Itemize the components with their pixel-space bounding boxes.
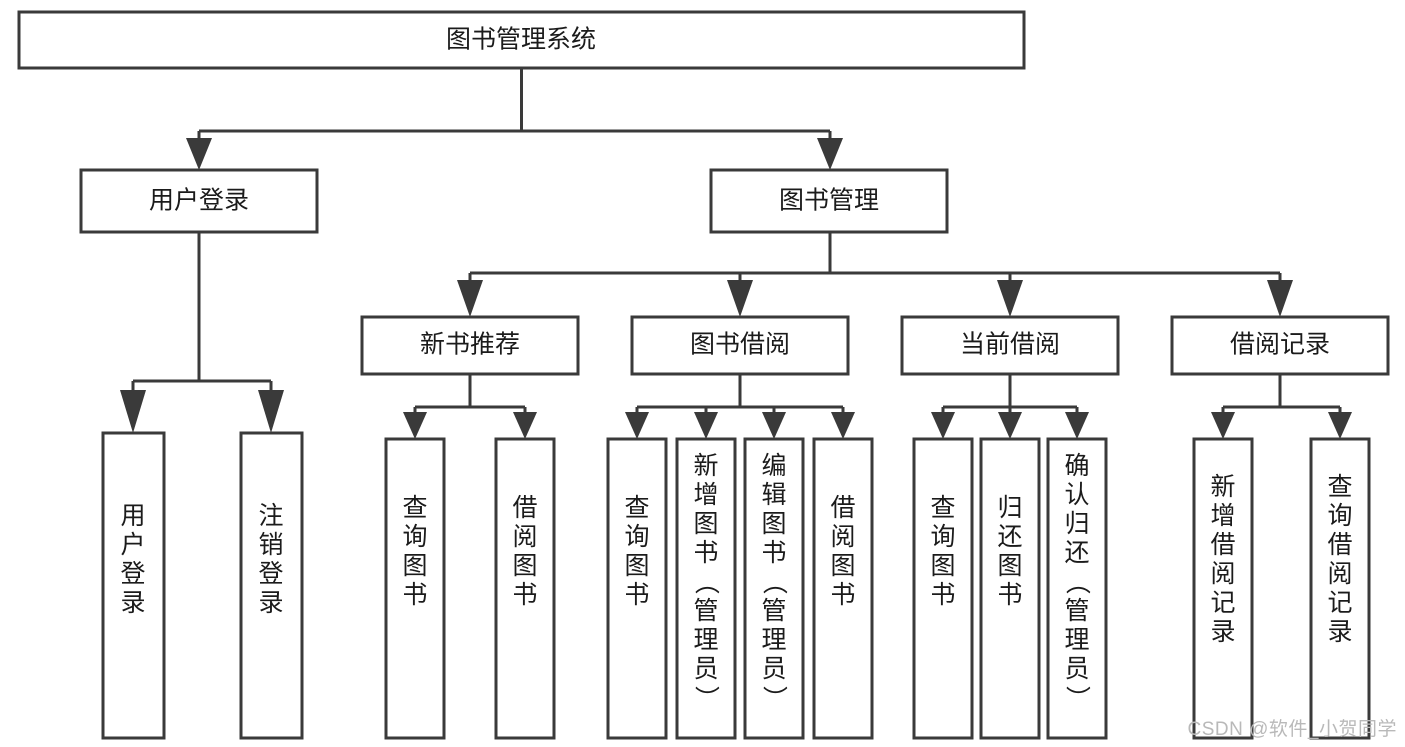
arrow-head-leaf-query-book-2	[625, 412, 649, 439]
leaf-edit-book-admin[interactable]: 编辑图书管理员 （ ）	[743, 437, 805, 740]
leaf-borrow-book-newbook[interactable]: 借阅图书	[494, 437, 556, 740]
leaf-borrow-book-newbook-label: 借阅图书	[512, 494, 537, 609]
vertical-char-rotated: ）	[1063, 685, 1091, 710]
leaf-query-book-borrow[interactable]: 查询图书	[606, 437, 668, 740]
leaf-query-borrow-record[interactable]: 查询借阅记录	[1309, 437, 1371, 740]
leaf-logout-label: 注销登录	[258, 502, 283, 617]
leaf-query-borrow-record-label: 查询借阅记录	[1327, 473, 1352, 646]
leaf-logout-box[interactable]	[239, 431, 304, 740]
vertical-char-rotated: （	[1063, 569, 1091, 594]
arrow-head-leaf-confirm-return	[1065, 412, 1089, 439]
arrow-head-book-manage	[817, 138, 843, 170]
node-borrow-record-box[interactable]	[1170, 315, 1390, 376]
node-user-login-label: 用户登录	[149, 187, 249, 215]
node-user-login-box[interactable]	[79, 168, 319, 234]
arrow-head-leaf-add-book	[694, 412, 718, 439]
leaf-add-book-admin[interactable]: 新增图书管理员 （ ）	[675, 437, 737, 740]
leaf-query-book-borrow-box[interactable]	[606, 437, 668, 740]
arrow-head-leaf-query-book-1	[403, 412, 427, 439]
node-book-management-box[interactable]	[709, 168, 949, 234]
connectors-newbook-to-leaves	[403, 374, 537, 439]
connectors-currentborrow-to-leaves	[931, 374, 1089, 439]
leaf-query-book-newbook-label: 查询图书	[402, 494, 427, 609]
node-new-book-recommendation[interactable]: 新书推荐	[360, 315, 580, 376]
leaf-edit-book-admin-label: 编辑图书管理员	[761, 452, 786, 683]
leaf-borrow-book-borrow-label: 借阅图书	[830, 494, 855, 609]
leaf-user-login-label: 用户登录	[120, 502, 145, 617]
arrow-head-book-borrow	[727, 280, 753, 317]
arrow-head-leaf-borrow-book-2	[831, 412, 855, 439]
leaf-borrow-book-newbook-box[interactable]	[494, 437, 556, 740]
connectors-bookborrow-to-leaves	[625, 374, 855, 439]
leaf-query-book-borrow-label: 查询图书	[624, 494, 649, 609]
node-user-login[interactable]: 用户登录	[79, 168, 319, 234]
leaf-confirm-return-admin-box[interactable]	[1046, 437, 1108, 740]
node-book-borrow-box[interactable]	[630, 315, 850, 376]
leaf-add-book-admin-box[interactable]	[675, 437, 737, 740]
arrow-head-leaf-logout	[258, 390, 284, 433]
leaf-confirm-return-admin[interactable]: 确认归还管理员 （ ）	[1046, 437, 1108, 740]
connectors-userlogin-to-leaves	[120, 232, 284, 433]
arrow-head-leaf-query-record	[1328, 412, 1352, 439]
leaf-query-book-newbook[interactable]: 查询图书	[384, 437, 446, 740]
arrow-head-current-borrow	[997, 280, 1023, 317]
leaf-logout[interactable]: 注销登录	[239, 431, 304, 740]
arrow-head-user-login	[186, 138, 212, 170]
leaf-user-login-box[interactable]	[101, 431, 166, 740]
node-current-borrow-box[interactable]	[900, 315, 1120, 376]
node-new-book-recommendation-box[interactable]	[360, 315, 580, 376]
arrow-head-new-book	[457, 280, 483, 317]
vertical-char-rotated: ）	[760, 685, 788, 710]
leaf-query-book-current-label: 查询图书	[930, 494, 955, 609]
vertical-char-rotated: ）	[692, 685, 720, 710]
leaf-borrow-book-borrow-box[interactable]	[812, 437, 874, 740]
node-root-label: 图书管理系统	[446, 26, 596, 54]
leaf-query-book-newbook-box[interactable]	[384, 437, 446, 740]
node-borrow-record-label: 借阅记录	[1230, 331, 1330, 359]
vertical-char-rotated: （	[692, 569, 720, 594]
leaf-query-borrow-record-box[interactable]	[1309, 437, 1371, 740]
leaf-return-book-box[interactable]	[979, 437, 1041, 740]
leaf-add-book-admin-label: 新增图书管理员	[693, 452, 718, 683]
node-current-borrow[interactable]: 当前借阅	[900, 315, 1120, 376]
leaf-query-book-current-box[interactable]	[912, 437, 974, 740]
arrow-head-leaf-return-book	[998, 412, 1022, 439]
arrow-head-borrow-record	[1267, 280, 1293, 317]
node-book-borrow[interactable]: 图书借阅	[630, 315, 850, 376]
node-book-borrow-label: 图书借阅	[690, 331, 790, 359]
connectors-root-to-level1	[186, 68, 843, 170]
vertical-char-rotated: （	[760, 569, 788, 594]
arrow-head-leaf-add-record	[1211, 412, 1235, 439]
node-book-management-label: 图书管理	[779, 187, 879, 215]
node-book-management[interactable]: 图书管理	[709, 168, 949, 234]
leaf-edit-book-admin-box[interactable]	[743, 437, 805, 740]
connectors-level1-to-level2	[457, 232, 1293, 317]
arrow-head-leaf-query-book-3	[931, 412, 955, 439]
leaf-user-login[interactable]: 用户登录	[101, 431, 166, 740]
node-current-borrow-label: 当前借阅	[960, 331, 1060, 359]
leaf-add-borrow-record-label: 新增借阅记录	[1210, 473, 1235, 646]
arrow-head-leaf-edit-book	[762, 412, 786, 439]
leaf-add-borrow-record[interactable]: 新增借阅记录	[1192, 437, 1254, 740]
leaf-add-borrow-record-box[interactable]	[1192, 437, 1254, 740]
leaf-query-book-current[interactable]: 查询图书	[912, 437, 974, 740]
node-new-book-recommendation-label: 新书推荐	[420, 331, 520, 359]
arrow-head-leaf-user-login	[120, 390, 146, 433]
leaf-return-book[interactable]: 归还图书	[979, 437, 1041, 740]
node-borrow-record[interactable]: 借阅记录	[1170, 315, 1390, 376]
node-root-book-management-system[interactable]: 图书管理系统	[17, 10, 1026, 70]
arrow-head-leaf-borrow-book-1	[513, 412, 537, 439]
connectors-borrowrecord-to-leaves	[1211, 374, 1352, 439]
leaf-borrow-book-borrow[interactable]: 借阅图书	[812, 437, 874, 740]
node-root-box[interactable]	[17, 10, 1026, 70]
leaf-confirm-return-admin-label: 确认归还管理员	[1064, 452, 1089, 683]
leaf-return-book-label: 归还图书	[997, 494, 1022, 609]
